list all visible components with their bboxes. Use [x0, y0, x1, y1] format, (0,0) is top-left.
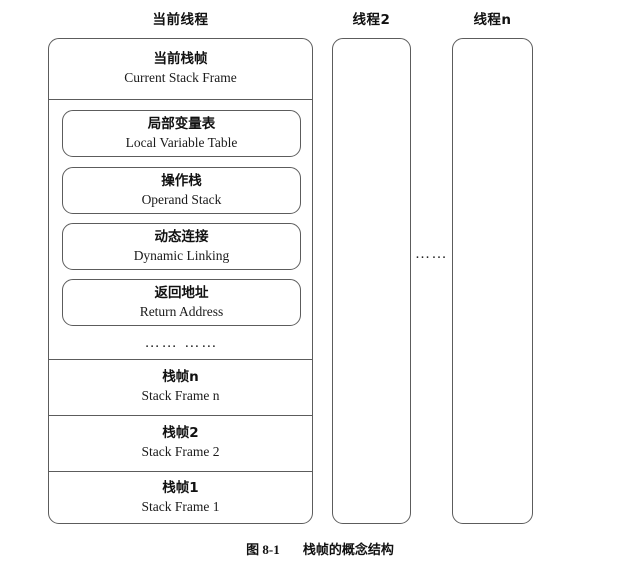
divider-header [49, 99, 312, 100]
slot-label-cn: 局部变量表 [147, 115, 216, 132]
stack-frame-label-cn: 栈帧2 [162, 425, 199, 442]
thread-2-stack [332, 38, 411, 524]
stack-frame-label-cn: 栈帧n [162, 369, 199, 386]
column-title-thread-n: 线程n [473, 12, 512, 28]
figure-caption-number: 图 8-1 [246, 542, 280, 557]
slot-operand-stack: 操作栈 Operand Stack [62, 167, 301, 214]
stack-frame-2: 栈帧2 Stack Frame 2 [49, 415, 312, 471]
stack-frame-label-cn: 栈帧1 [162, 480, 199, 497]
slot-label-cn: 动态连接 [154, 228, 209, 245]
divider-frame-n [49, 359, 312, 360]
divider-frame-2 [49, 415, 312, 416]
slot-label-en: Local Variable Table [125, 134, 238, 150]
column-title-thread-2: 线程2 [352, 12, 391, 28]
slot-dynamic-linking: 动态连接 Dynamic Linking [62, 223, 301, 270]
stack-frame-label-en: Stack Frame 1 [141, 499, 220, 515]
stack-frame-1: 栈帧1 Stack Frame 1 [49, 471, 312, 525]
current-thread-stack: 当前栈帧 Current Stack Frame 局部变量表 Local Var… [48, 38, 313, 524]
current-stack-frame-label-en: Current Stack Frame [124, 70, 237, 86]
current-stack-frame-header: 当前栈帧 Current Stack Frame [49, 39, 312, 99]
slots-ellipsis: …… …… [144, 335, 219, 351]
threads-ellipsis: …… [415, 246, 448, 262]
stack-frame-label-en: Stack Frame n [141, 388, 220, 404]
divider-frame-1 [49, 471, 312, 472]
slot-label-cn: 返回地址 [154, 284, 209, 301]
current-stack-frame-label-cn: 当前栈帧 [153, 51, 208, 68]
thread-n-stack [452, 38, 533, 524]
stack-frame-label-en: Stack Frame 2 [141, 444, 220, 460]
column-title-current-thread: 当前线程 [152, 12, 209, 28]
slot-return-address: 返回地址 Return Address [62, 279, 301, 326]
slot-label-en: Return Address [139, 303, 224, 319]
stack-frame-n: 栈帧n Stack Frame n [49, 359, 312, 415]
figure-caption: 图 8-1 栈帧的概念结构 [0, 539, 640, 558]
slot-local-variable-table: 局部变量表 Local Variable Table [62, 110, 301, 157]
slot-label-en: Dynamic Linking [133, 247, 230, 263]
slot-label-cn: 操作栈 [161, 172, 202, 189]
slot-label-en: Operand Stack [141, 191, 222, 207]
figure-caption-text: 栈帧的概念结构 [302, 543, 394, 558]
